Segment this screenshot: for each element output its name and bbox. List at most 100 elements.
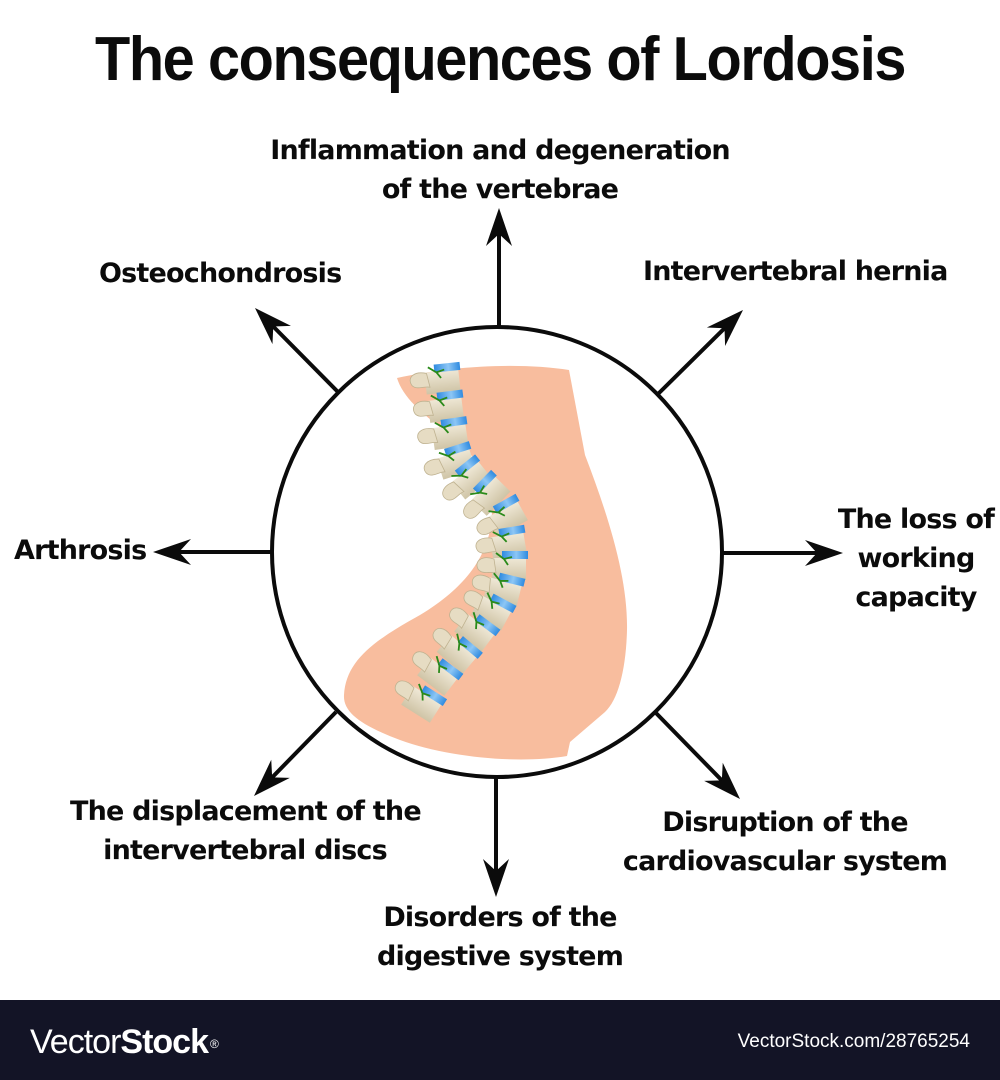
label-line: Disorders of the [383, 902, 617, 933]
nerve-root [438, 450, 456, 462]
intervertebral-disc [472, 469, 497, 495]
vertebra [412, 651, 464, 696]
nerve-root [427, 366, 445, 379]
arrow-shaft [266, 710, 338, 784]
label-line: Inflammation and degeneration [270, 135, 730, 166]
arrow-head [255, 308, 291, 345]
vertebra [442, 454, 492, 501]
vertebral-process [471, 574, 491, 594]
intervertebral-disc [454, 454, 481, 477]
vertebra [394, 680, 448, 723]
vertebral-process [463, 499, 486, 519]
arrow-top-icon [486, 208, 512, 328]
label-digestive-disorders: Disorders of the digestive system [360, 898, 640, 976]
label-cardiovascular-disruption: Disruption of the cardiovascular system [610, 803, 960, 881]
lumbar-spine [394, 361, 528, 723]
label-line: Intervertebral hernia [643, 256, 948, 287]
arrow-left-icon [153, 539, 272, 565]
vertebra [432, 628, 483, 674]
vertebral-process [442, 481, 465, 501]
diagram [153, 208, 843, 897]
intervertebral-disc [474, 614, 501, 637]
logo-text-light: Vector [30, 1023, 121, 1061]
label-line: intervertebral discs [103, 835, 388, 866]
intervertebral-disc [492, 493, 520, 514]
vertebral-process [476, 516, 499, 535]
vertebral-body [401, 686, 442, 723]
nerve-root [430, 394, 448, 407]
arrow-bottom-right-icon [653, 710, 740, 799]
label-osteochondrosis: Osteochondrosis [99, 254, 342, 293]
arrow-bottom-left-icon [254, 710, 338, 796]
label-line: capacity [855, 582, 977, 613]
registered-mark: ® [209, 1037, 219, 1051]
vertebral-process [423, 458, 446, 476]
vertebral-process [432, 628, 453, 650]
nerve-root [418, 683, 431, 701]
label-disc-displacement: The displacement of the intervertebral d… [70, 792, 422, 870]
vertebra [463, 469, 511, 519]
intervertebral-disc [437, 658, 464, 681]
nerve-root [435, 655, 448, 674]
label-inflammation-degeneration: Inflammation and degeneration of the ver… [250, 131, 750, 209]
label-loss-of-working-capacity: The loss of working capacity [836, 500, 996, 617]
footer-bar: VectorStock® VectorStock.com/28765254 [0, 1000, 1000, 1080]
nerve-root [434, 421, 452, 434]
arrow-head [486, 208, 512, 246]
nerve-root [470, 485, 488, 496]
arrow-head [254, 759, 290, 796]
vertebral-process [449, 607, 469, 630]
vertebral-body [471, 595, 512, 631]
intervertebral-disc [457, 636, 483, 659]
nerve-root [451, 468, 469, 479]
arrow-top-right-icon [655, 310, 743, 397]
vertebral-process [475, 537, 497, 554]
intervertebral-disc [440, 416, 468, 428]
label-line: Arthrosis [14, 535, 147, 566]
vertebra [449, 607, 501, 652]
vertebral-body [424, 369, 461, 395]
arrows [153, 208, 843, 897]
label-line: The displacement of the [70, 796, 422, 827]
label-intervertebral-hernia: Intervertebral hernia [643, 252, 948, 291]
nerve-root [488, 506, 506, 517]
intervertebral-disc [498, 572, 526, 587]
nerve-root [456, 633, 468, 651]
nerve-root [493, 572, 509, 589]
arrow-shaft [653, 710, 728, 787]
nerve-root [472, 611, 485, 630]
arrow-head [704, 762, 740, 799]
arrow-right-icon [722, 540, 843, 566]
vertebral-process [476, 557, 497, 574]
vectorstock-logo[interactable]: VectorStock® [30, 1022, 219, 1062]
arrow-top-left-icon [255, 308, 340, 394]
arrow-shaft [267, 320, 340, 394]
vertebra [413, 389, 465, 423]
image-reference-link[interactable]: VectorStock.com/28765254 [737, 1031, 970, 1052]
page-title: The consequences of Lordosis [94, 25, 906, 94]
label-line: Osteochondrosis [99, 258, 342, 289]
arrow-head [706, 310, 743, 346]
nerve-root [495, 552, 513, 566]
vertebra [417, 416, 469, 451]
intervertebral-disc [420, 685, 448, 707]
vertebral-process [413, 400, 434, 417]
vertebra [409, 361, 461, 395]
arrow-head [483, 859, 509, 897]
logo-text-bold: Stock [120, 1023, 209, 1061]
arrow-head [153, 539, 191, 565]
label-line: digestive system [376, 941, 624, 972]
vertebra [476, 493, 528, 537]
arrow-head [805, 540, 843, 566]
intervertebral-disc [502, 551, 528, 559]
intervertebral-disc [489, 593, 517, 613]
vertebral-body [427, 396, 465, 423]
nerve-root [486, 592, 500, 609]
vertebral-process [417, 428, 439, 445]
vertebral-process [412, 651, 432, 673]
vertebral-body [431, 423, 469, 451]
vertebral-process [463, 590, 484, 611]
arrow-shaft [655, 322, 731, 397]
vertebra [463, 590, 517, 631]
vertebral-process [409, 372, 431, 389]
